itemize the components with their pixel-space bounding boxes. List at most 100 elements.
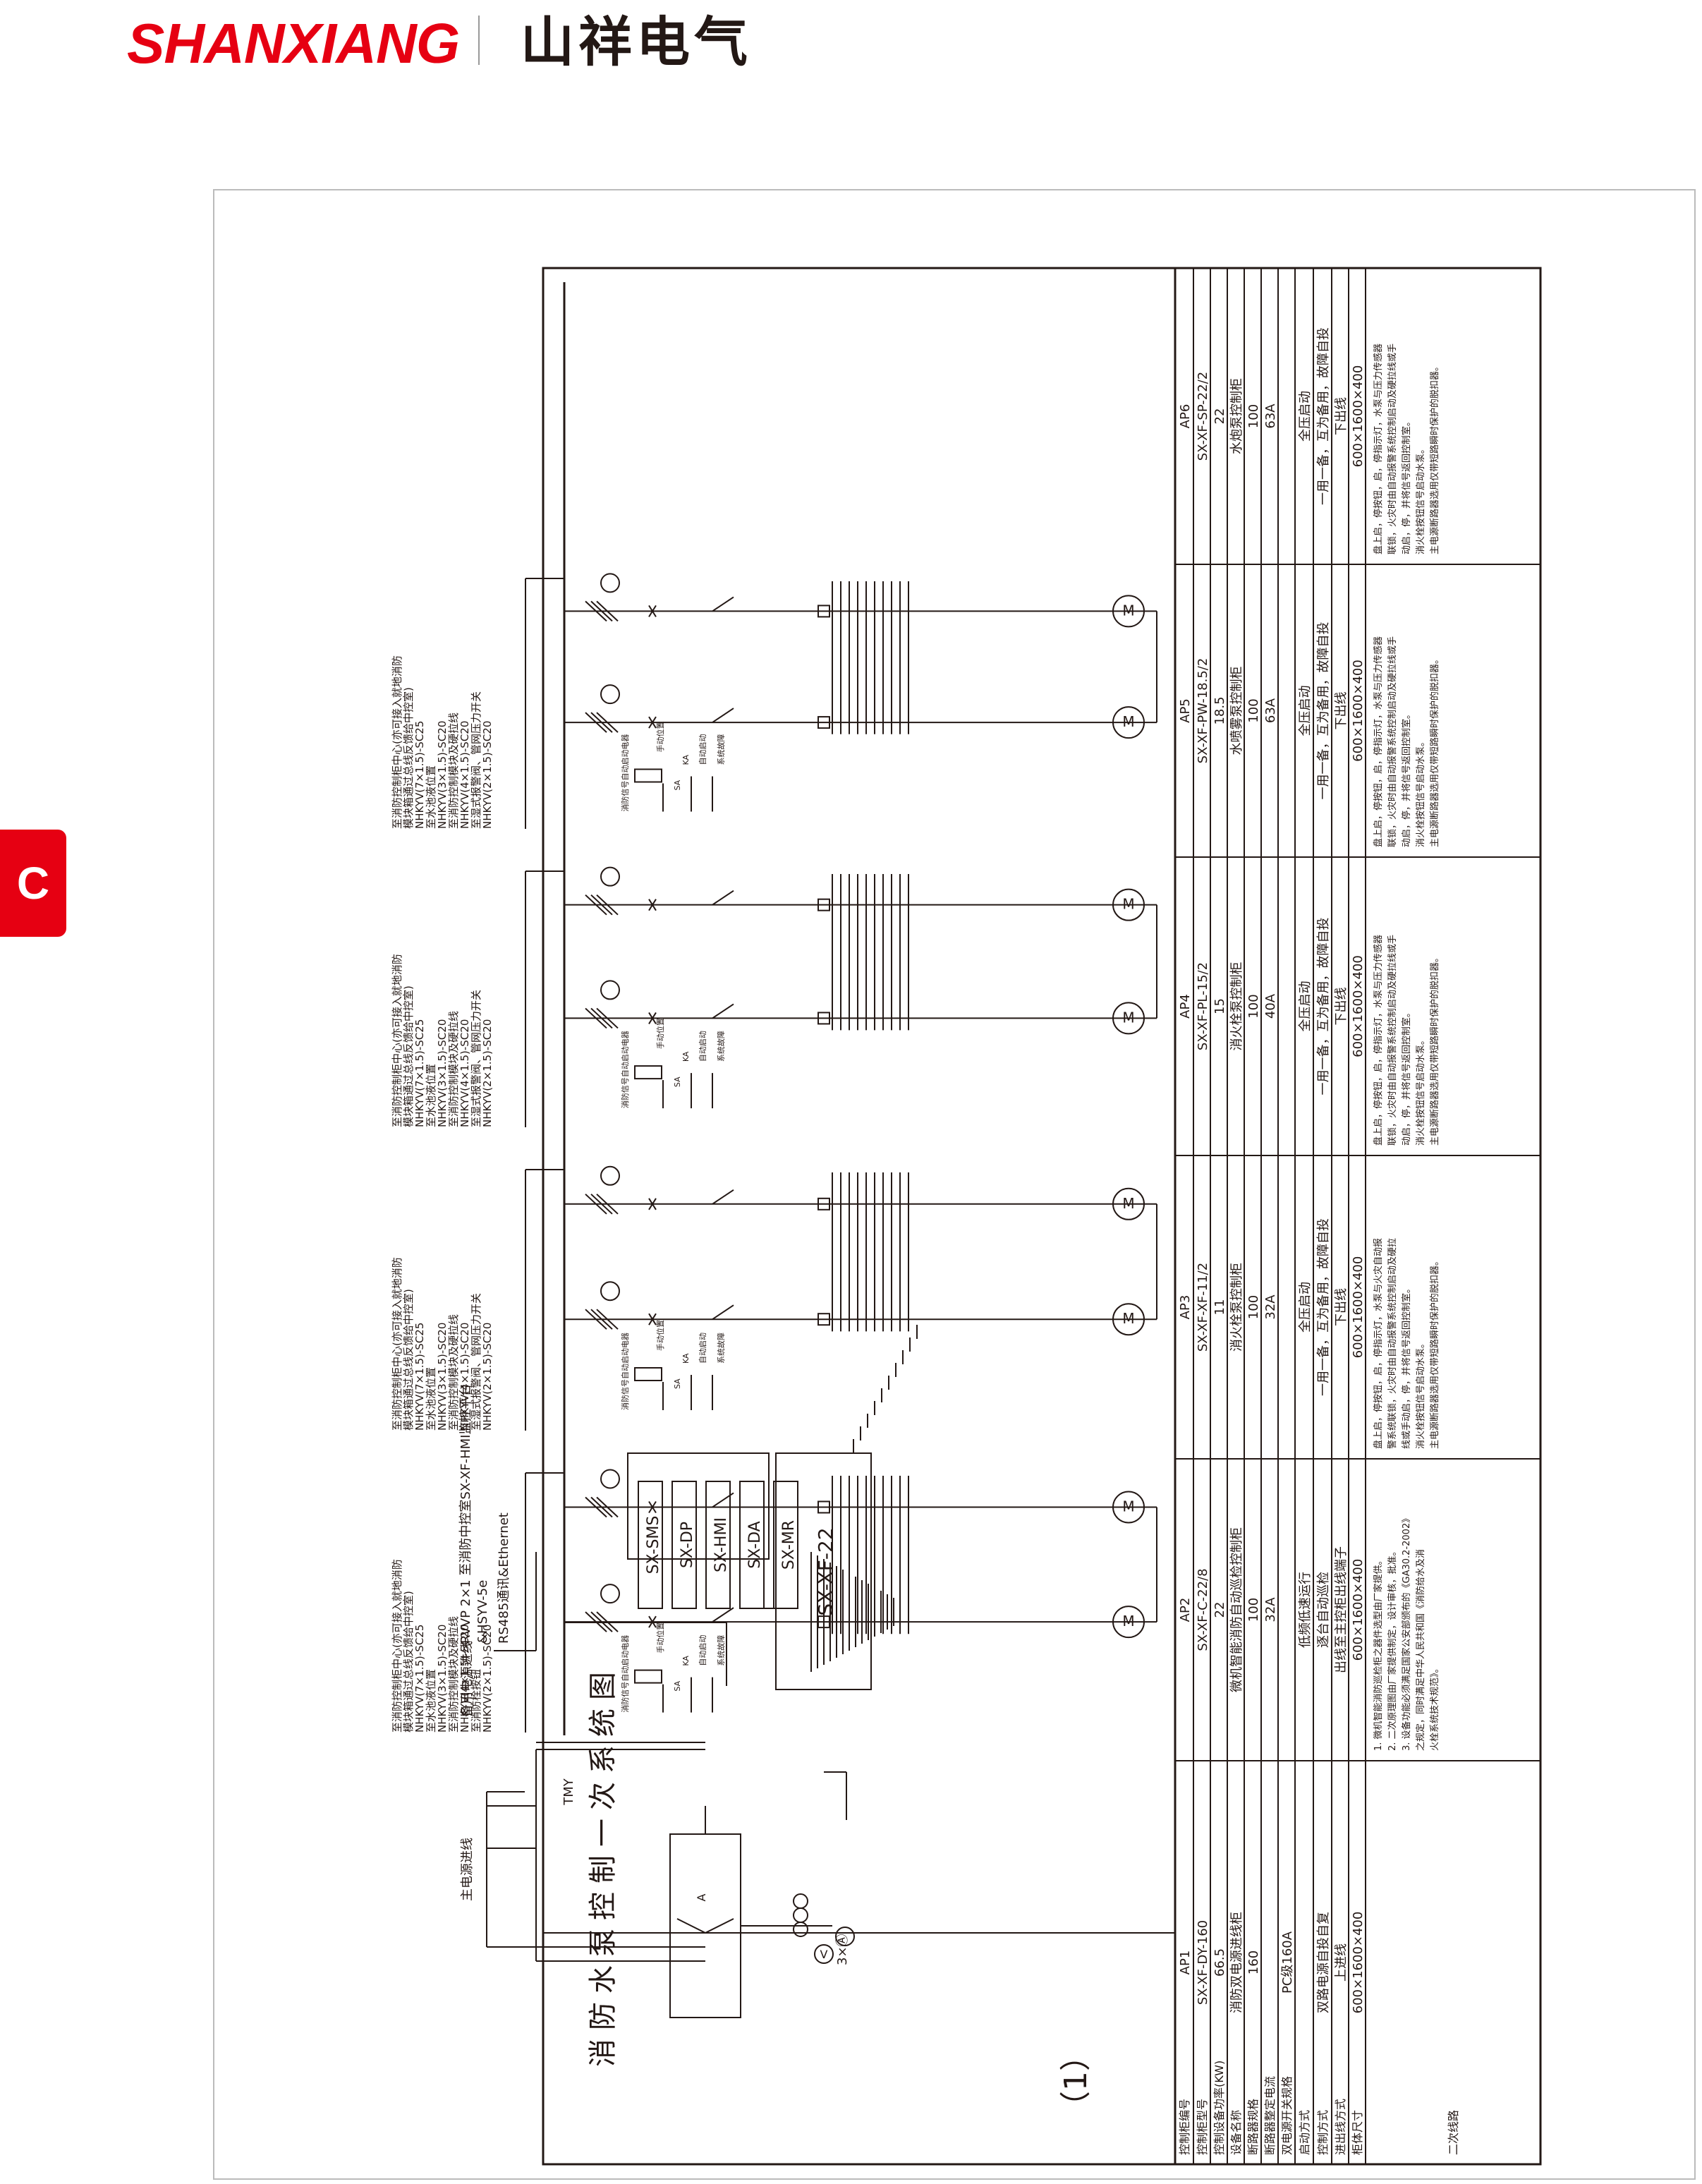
brand-logo-cn: 山祥电气 (521, 11, 752, 73)
thermal-relay (817, 898, 830, 911)
title-char: 消 (587, 2039, 619, 2067)
secondary-note: 盘上启，停按钮，启，停指示灯，水泵与压力传感器 (1373, 935, 1384, 1146)
row-label: 控制方式 (1316, 2110, 1330, 2155)
row-label: 启动方式 (1298, 2110, 1311, 2155)
cell-wiring: 下出线 (1334, 692, 1349, 730)
cell-ats: PC级160A (1280, 1931, 1295, 1994)
module-label: SX-MR (780, 1520, 798, 1570)
switch-contact (712, 708, 734, 723)
control-label: 消防信号自动启动电器 (620, 1333, 630, 1410)
breaker-symbol (585, 1194, 607, 1215)
ka-coil (634, 768, 662, 783)
module-box (705, 1481, 731, 1609)
motor-mark: M (1122, 1009, 1134, 1026)
ammeter-icon (600, 980, 620, 1000)
switch-contact (712, 1492, 734, 1508)
cell-wiring: 上进线 (1334, 1943, 1349, 1982)
breaker-symbol (596, 1194, 619, 1215)
cable-note: 至消防控制柜中心(亦可接入就地消防 (391, 1559, 403, 1733)
row-label: 双电源开关规格 (1280, 2076, 1294, 2155)
breaker-symbol (590, 1611, 613, 1632)
control-label: 系统故障 (716, 1635, 726, 1666)
breaker-symbol (585, 1496, 607, 1518)
cell-control: 一用一备，互为备用，故障自投 (1316, 327, 1331, 505)
contactor-x (648, 1012, 657, 1024)
thermal-relay (817, 1615, 830, 1629)
switch-contact (712, 890, 734, 906)
row-label: 断路器整定电流 (1263, 2076, 1277, 2155)
title-char: 统 (587, 1709, 619, 1737)
cable-note: NHKYV(2×1.5)-SC20 (481, 721, 494, 829)
switch-contact (712, 596, 734, 612)
drawing-frame (213, 189, 1696, 2180)
secondary-note: 之规定，同时满足中华人民共和国《消防给水及消 (1415, 1549, 1426, 1751)
cable-note: 至消防控制模块及硬拉线 (447, 712, 460, 829)
control-label: KA (681, 754, 691, 765)
breaker-symbol (596, 1496, 619, 1518)
cable-note: 至湿式报警阀、管网压力开关 (470, 1293, 482, 1431)
control-label: 自动启动 (698, 1031, 707, 1062)
secondary-note: 2. 二次原理图由厂家提供制定，设计审核，批准。 (1387, 1546, 1398, 1751)
secondary-note: 联锁，火灾时由自动报警系统控制启动及硬拉线或手 (1387, 935, 1398, 1146)
cell-power: 15 (1212, 998, 1227, 1014)
breaker-symbol (585, 1611, 607, 1632)
cable-note: 模块箱通过总线反馈给中控室) (402, 985, 415, 1127)
ct-symbol (793, 1907, 808, 1923)
secondary-note: 动启，停，并将信号返回控制室。 (1401, 710, 1412, 847)
backup-input-label: 备用电源进线 (460, 1641, 475, 1717)
cable-note: NHKYV(4×1.5)-SC20 (458, 721, 471, 829)
motor-icon (1112, 706, 1145, 739)
ct-symbol (793, 1893, 808, 1909)
cell-id: AP5 (1178, 698, 1193, 723)
breaker-symbol (590, 894, 613, 916)
cable-note: 至消防控制模块及硬拉线 (447, 1616, 460, 1733)
comm-label: &HSYV-5e (475, 1580, 490, 1644)
breaker-symbol (585, 712, 607, 733)
secondary-note: 主电源断路器选用仅带短路瞬时保护的脱扣器。 (1429, 655, 1440, 847)
cell-model: SX-XF-XF-11/2 (1196, 1263, 1210, 1352)
secondary-note: 动启，停，并将信号返回控制室。 (1401, 1008, 1412, 1146)
contactor-x (648, 899, 657, 911)
ammeter-icon (600, 1281, 620, 1302)
control-label: 自动启动 (698, 734, 707, 765)
cell-name: 消火栓泵控制柜 (1229, 962, 1244, 1051)
secondary-note: 主电源断路器选用仅带短路瞬时保护的脱扣器。 (1429, 953, 1440, 1146)
cell-power: 22 (1212, 408, 1227, 425)
cable-note: NHKYV(3×1.5)-SC20 (436, 1323, 449, 1431)
thermal-relay (817, 1197, 830, 1211)
title-char: 水 (587, 1965, 619, 1994)
cell-breaker: 100 (1246, 1598, 1261, 1622)
control-label: SA (673, 1076, 682, 1087)
control-label: 手动位置 (655, 1320, 665, 1351)
motor-icon (1112, 595, 1145, 628)
cell-breaker: 100 (1246, 994, 1261, 1018)
cable-note: 至消防控制模块及硬拉线 (447, 1011, 460, 1127)
cell-model: SX-XF-PW-18.5/2 (1196, 658, 1210, 764)
secondary-note: 线或手动启，停，并将信号返回控制室。 (1401, 1284, 1412, 1449)
switch-contact (712, 1304, 734, 1321)
cell-model: SX-XF-PL-15/2 (1196, 962, 1210, 1050)
secondary-note: 联锁，火灾时由自动报警系统控制启动及硬拉线或手 (1387, 344, 1398, 554)
cable-note: NHKYV(3×1.5)-SC20 (436, 1019, 449, 1127)
ammeter-icon (600, 1584, 620, 1604)
control-label: 消防信号自动启动电器 (620, 734, 630, 812)
control-label: 系统故障 (716, 1333, 726, 1364)
motor-mark: M (1122, 896, 1134, 913)
cable-note: NHKYV(3×1.5)-SC20 (436, 1625, 449, 1733)
ammeter-icon (600, 573, 620, 593)
section-tab[interactable]: C (0, 830, 66, 937)
motor-icon (1112, 888, 1145, 921)
cell-control: 逐台自动巡检 (1316, 1572, 1331, 1648)
cell-size: 600×1600×400 (1351, 1559, 1366, 1661)
control-label: 手动位置 (655, 1018, 665, 1049)
breaker-symbol (596, 1309, 619, 1330)
cell-size: 600×1600×400 (1351, 660, 1366, 762)
cell-name: 水喷雾泵控制柜 (1229, 667, 1244, 756)
control-label: 消防信号自动启动电器 (620, 1031, 630, 1108)
cable-note: NHKYV(4×1.5)-SC20 (458, 1019, 471, 1127)
voltmeter-mark: V (820, 1948, 828, 1961)
cable-note: 至水池液位置 (425, 1669, 437, 1733)
cable-note: NHKYV(4×1.5)-SC20 (458, 1323, 471, 1431)
cable-note: NHKYV(7×1.5)-SC25 (413, 1019, 426, 1127)
